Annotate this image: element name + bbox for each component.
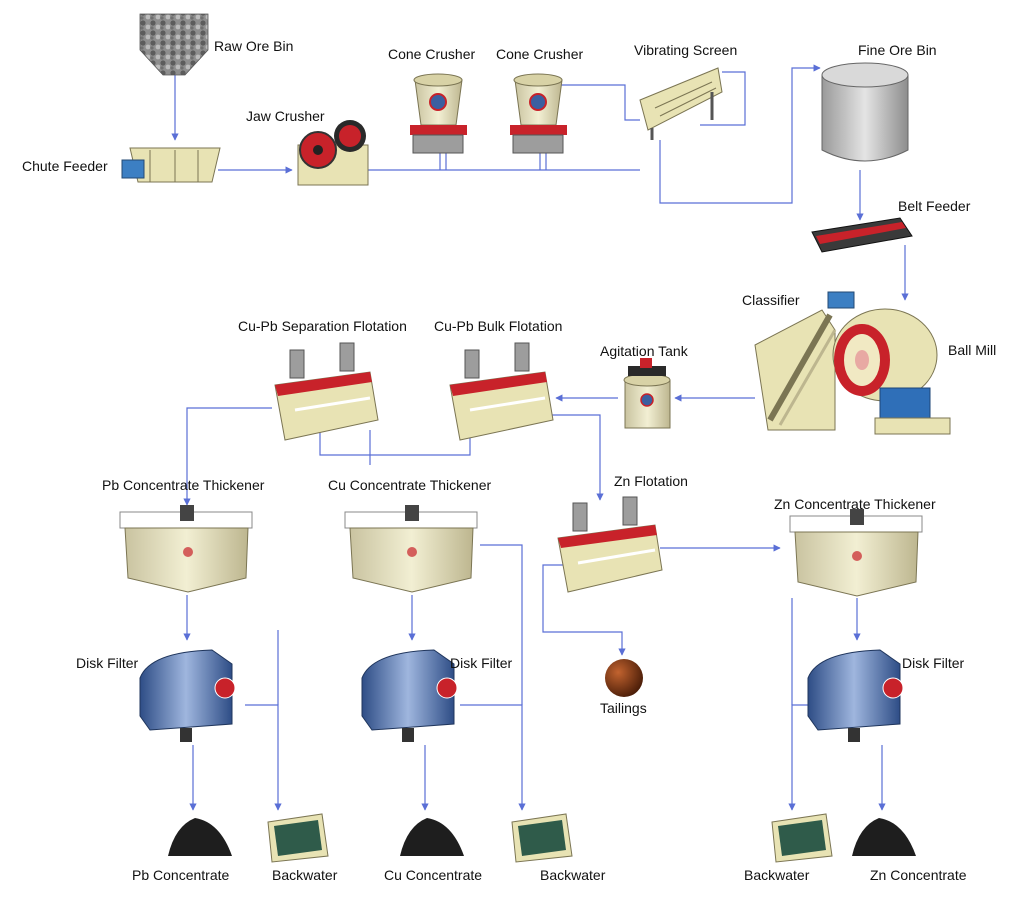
flow-zn-to-tailings <box>542 564 626 656</box>
agitation-tank <box>623 358 671 429</box>
tailings-ball <box>605 659 643 697</box>
backwater-pool-cu <box>511 813 573 863</box>
flow-screen-to-fine-bin <box>659 64 821 204</box>
label-cu-concentrate-thickener: Cu Concentrate Thickener <box>328 477 492 493</box>
cone-crusher-2 <box>510 73 567 154</box>
label-cu-concentrate: Cu Concentrate <box>384 867 483 883</box>
label-disk-filter-cu: Disk Filter <box>450 655 513 671</box>
flow-to-screen <box>555 84 640 121</box>
zn-concentrate-pile <box>852 818 916 856</box>
cu-concentrate-pile <box>400 818 464 856</box>
label-backwater-zn: Backwater <box>744 867 810 883</box>
flow-lines <box>171 64 909 811</box>
disk-filter-cu <box>361 649 458 742</box>
zn-flotation-cell <box>557 496 663 593</box>
chute-feeder <box>121 147 221 183</box>
flow-bulk-to-zn <box>550 414 604 501</box>
cu-concentrate-thickener <box>344 505 478 593</box>
flow-cu-overflow <box>480 544 523 705</box>
label-vibrating-screen: Vibrating Screen <box>634 42 738 58</box>
pb-concentrate-pile <box>168 818 232 856</box>
belt-feeder <box>811 217 913 253</box>
label-disk-filter-pb: Disk Filter <box>76 655 139 671</box>
label-tailings: Tailings <box>600 700 647 716</box>
label-pb-concentrate-thickener: Pb Concentrate Thickener <box>102 477 265 493</box>
label-belt-feeder: Belt Feeder <box>898 198 971 214</box>
disk-filter-zn <box>807 649 904 742</box>
flow-cu-filter-to-water <box>460 704 526 811</box>
label-zn-flotation: Zn Flotation <box>614 473 688 489</box>
flow-zn-filter-to-water <box>788 704 810 811</box>
disk-filter-pb <box>139 649 236 742</box>
label-ball-mill: Ball Mill <box>948 342 997 358</box>
label-raw-ore-bin: Raw Ore Bin <box>214 38 294 54</box>
fine-ore-bin <box>821 62 909 162</box>
flow-pb-filter-to-water <box>245 704 282 811</box>
label-zn-concentrate: Zn Concentrate <box>870 867 967 883</box>
label-backwater-cu: Backwater <box>540 867 606 883</box>
jaw-crusher <box>297 120 369 186</box>
label-classifier: Classifier <box>742 292 800 308</box>
label-zn-concentrate-thickener: Zn Concentrate Thickener <box>774 496 936 512</box>
flow-bulk-to-separation <box>319 428 471 456</box>
label-cone-crusher-2: Cone Crusher <box>496 46 584 62</box>
label-cu-pb-bulk-flotation: Cu-Pb Bulk Flotation <box>434 318 563 334</box>
cone-crusher-1 <box>410 73 467 154</box>
flow-screen-oversize <box>700 71 746 126</box>
flow-separation-to-pb-thickener <box>183 407 272 506</box>
label-chute-feeder: Chute Feeder <box>22 158 108 174</box>
label-cone-crusher-1: Cone Crusher <box>388 46 476 62</box>
label-jaw-crusher: Jaw Crusher <box>246 108 325 124</box>
label-backwater-pb: Backwater <box>272 867 338 883</box>
label-disk-filter-zn: Disk Filter <box>902 655 965 671</box>
ball-mill <box>832 308 951 435</box>
zn-concentrate-thickener <box>789 509 923 597</box>
label-agitation-tank: Agitation Tank <box>600 343 688 359</box>
raw-ore-bin <box>139 13 209 76</box>
backwater-pool-pb <box>267 813 329 863</box>
pb-concentrate-thickener <box>119 505 253 593</box>
label-cu-pb-separation-flotation: Cu-Pb Separation Flotation <box>238 318 407 334</box>
vibrating-screen <box>639 67 723 140</box>
label-fine-ore-bin: Fine Ore Bin <box>858 42 937 58</box>
backwater-pool-zn <box>771 813 833 863</box>
cu-pb-separation-flotation-cell <box>274 342 379 441</box>
label-pb-concentrate: Pb Concentrate <box>132 867 230 883</box>
cu-pb-bulk-flotation-cell <box>449 342 554 441</box>
classifier <box>754 291 855 431</box>
